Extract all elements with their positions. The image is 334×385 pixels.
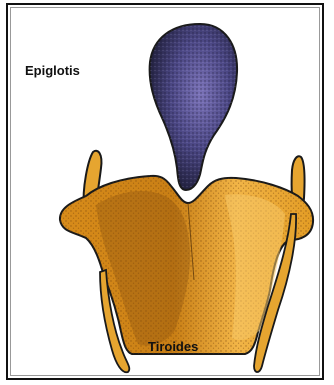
thyroid-label: Tiroides bbox=[148, 339, 198, 354]
epiglottis-label: Epiglotis bbox=[25, 63, 80, 78]
epiglottis-shape bbox=[150, 24, 237, 190]
